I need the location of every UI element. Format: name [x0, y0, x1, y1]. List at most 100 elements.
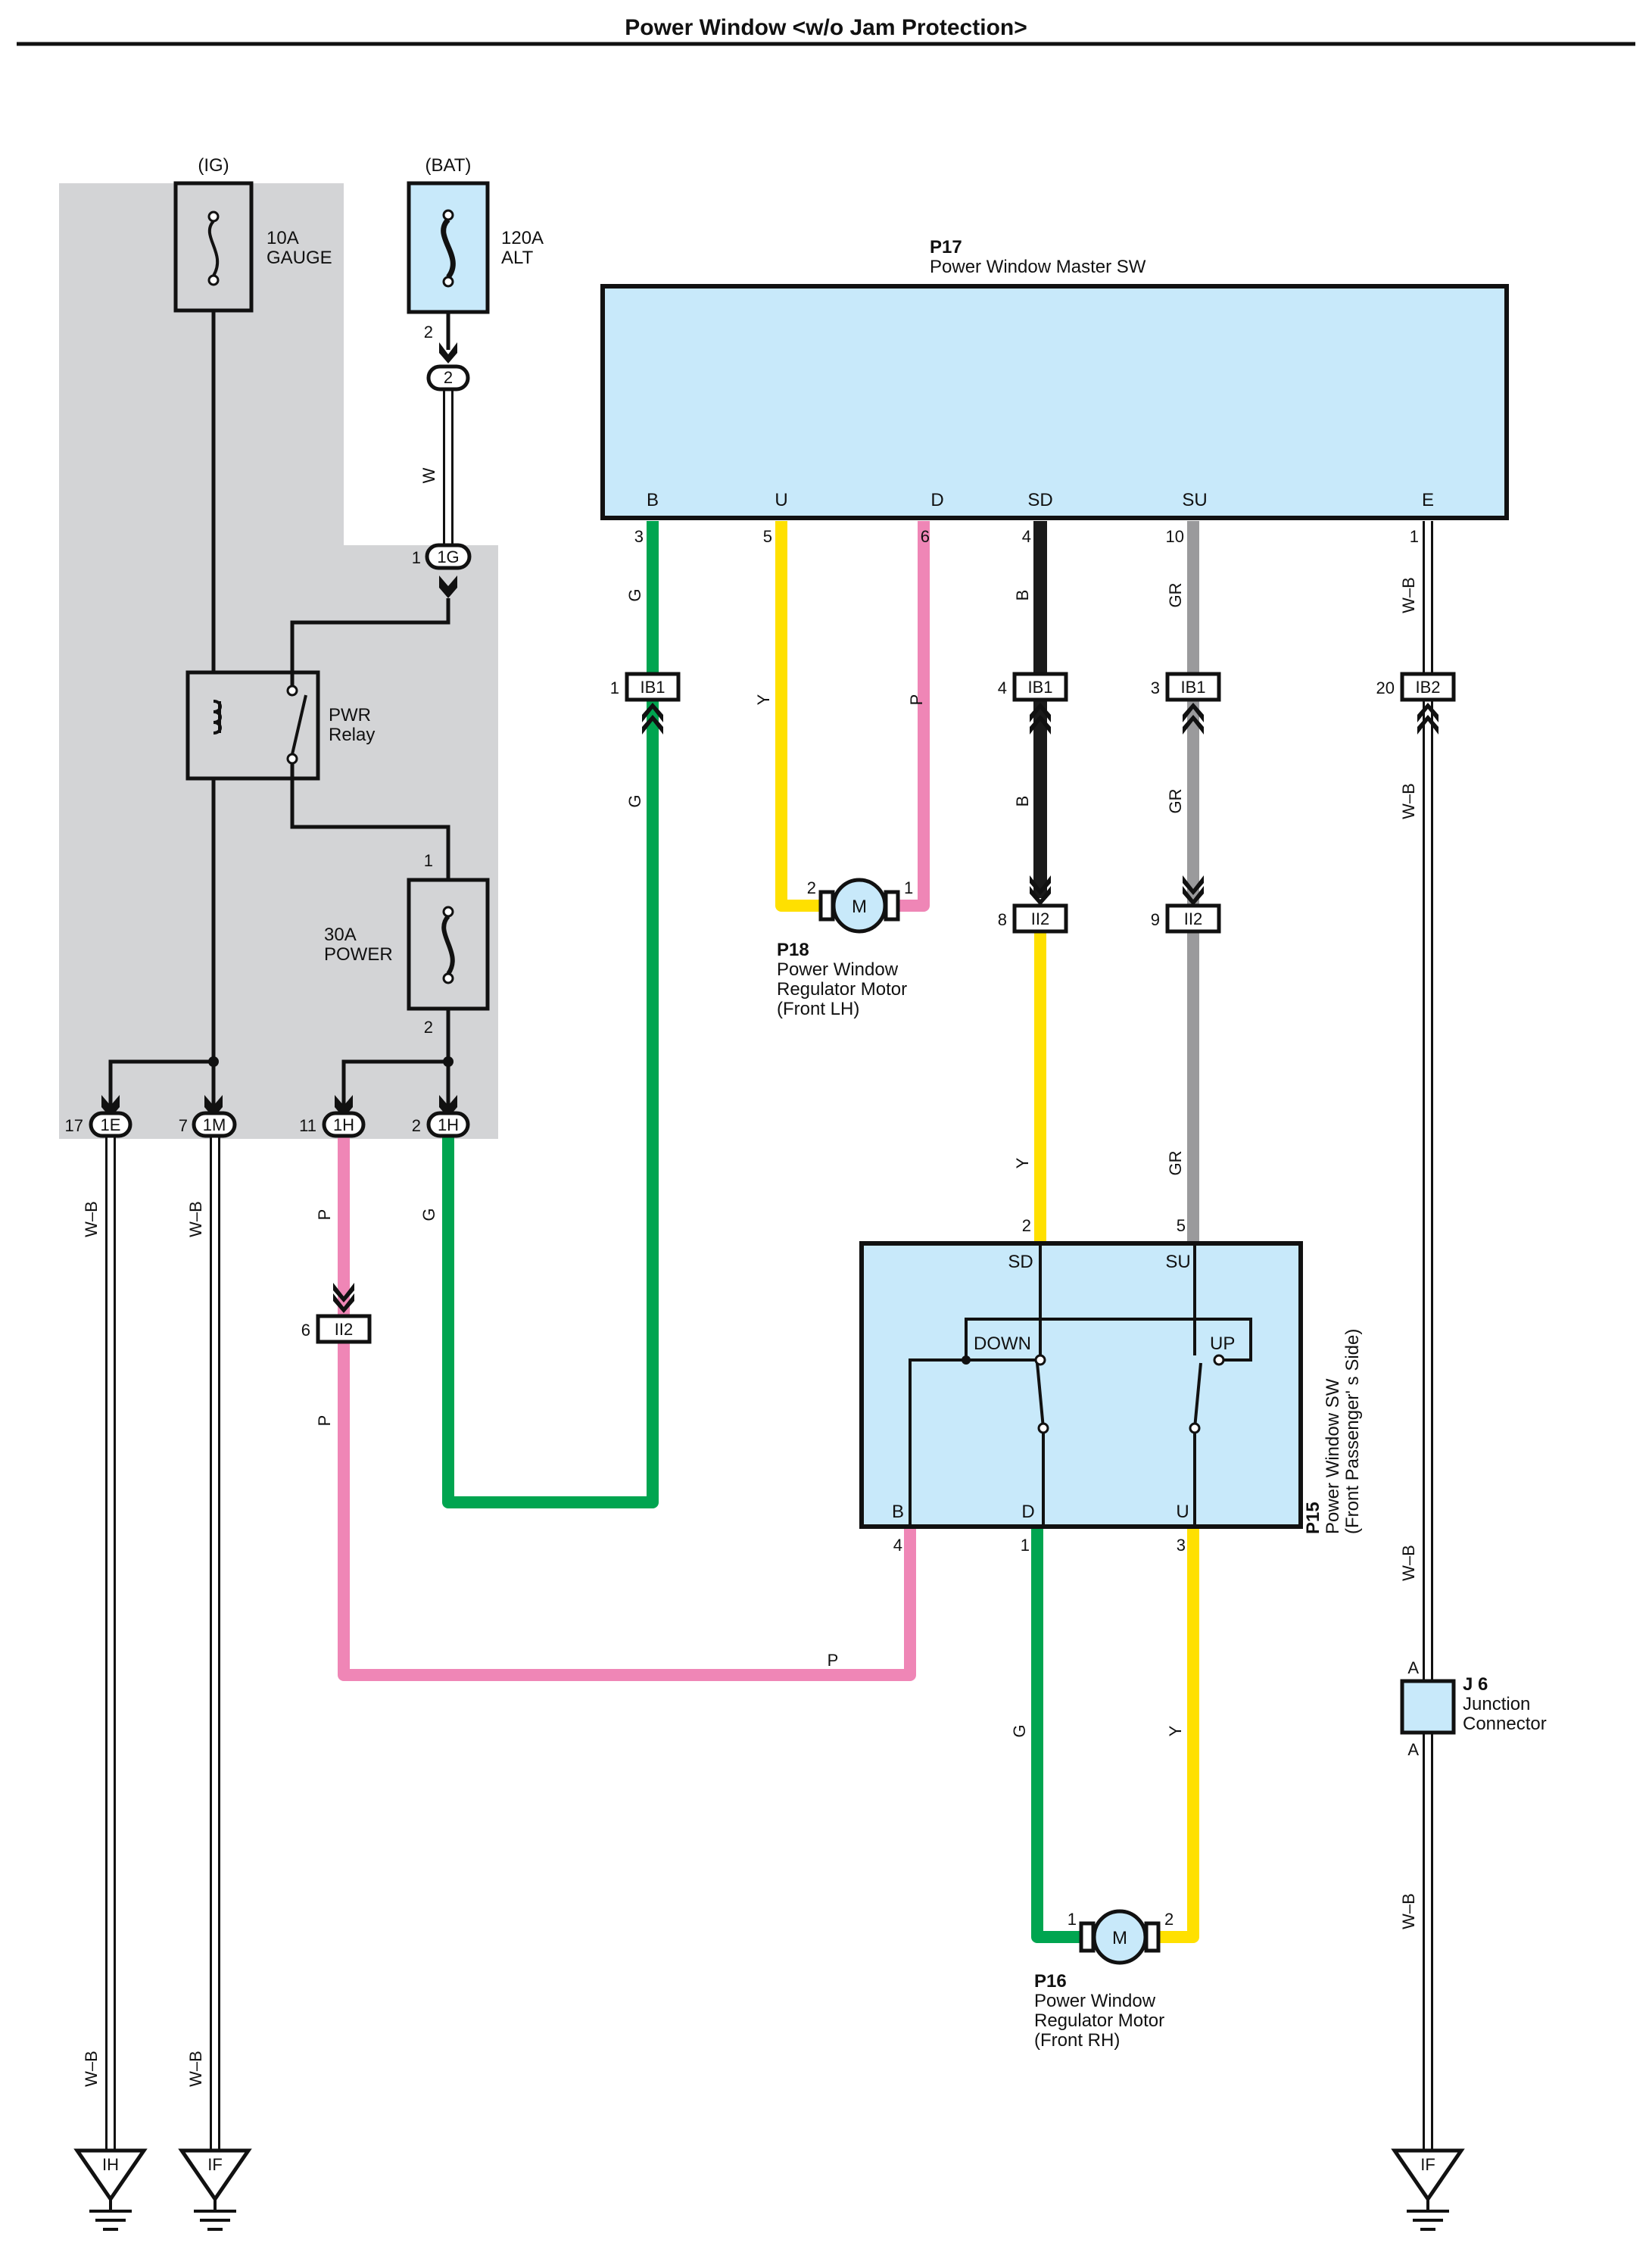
svg-text:D: D [930, 490, 943, 510]
p17-pins: 3 5 6 4 10 1 [634, 527, 1419, 546]
p15-pin-d: 1 [1021, 1536, 1030, 1555]
svg-text:SD: SD [1027, 490, 1052, 510]
svg-text:Power Window SW: Power Window SW [1323, 1378, 1343, 1534]
p15-pin-b: 4 [893, 1536, 902, 1555]
svg-text:W–B: W–B [186, 2051, 205, 2087]
ground-if-left: IF [178, 2148, 252, 2231]
connector-ii2-b: II2 [1012, 875, 1068, 934]
svg-text:GR: GR [1166, 789, 1185, 814]
svg-text:II2: II2 [335, 1320, 353, 1339]
fuse-gauge-name: GAUGE [267, 248, 332, 268]
power-pin-top: 1 [424, 851, 433, 870]
p16-line1: Power Window [1034, 1991, 1156, 2011]
svg-text:1H: 1H [438, 1115, 459, 1134]
svg-text:G: G [419, 1208, 438, 1221]
svg-text:6: 6 [921, 527, 930, 546]
connector-ib1-gr: IB1 [1165, 672, 1221, 735]
svg-text:IB2: IB2 [1415, 678, 1440, 697]
svg-text:W–B: W–B [1399, 783, 1418, 819]
wire-pink-b [338, 1137, 916, 1681]
fuse-power-name: POWER [324, 944, 393, 965]
svg-text:M: M [852, 897, 867, 917]
ground-ih: IH [73, 2148, 148, 2231]
fuse-30a-power [407, 878, 490, 1011]
svg-text:W–B: W–B [1399, 1893, 1418, 1929]
ii2-p-pin: 6 [301, 1321, 310, 1340]
connector-ii2-p: II2 [316, 1283, 372, 1344]
ii2-gr-pin: 9 [1151, 910, 1160, 929]
j6-pin-top: A [1407, 1658, 1419, 1677]
junction-dots [208, 1056, 454, 1067]
j6-line2: Connector [1463, 1714, 1547, 1734]
svg-text:M: M [1112, 1928, 1127, 1948]
wire-green-master [442, 521, 659, 1508]
p18-line1: Power Window [777, 959, 899, 980]
svg-text:2: 2 [444, 368, 453, 387]
p17-terminals: B U D SD SU E [647, 490, 1434, 510]
p15-label: P15 Power Window SW (Front Passenger' s … [1303, 1329, 1363, 1534]
svg-text:5: 5 [763, 527, 772, 546]
relay-line2: Relay [329, 725, 375, 745]
ig-label: (IG) [198, 155, 229, 176]
c1e-pin: 17 [65, 1116, 83, 1135]
p15-up: UP [1210, 1333, 1235, 1354]
wire-labels: W G G Y P B B Y GR GR GR W–B W–B W–B W–B… [82, 467, 1418, 2086]
svg-text:Y: Y [1013, 1157, 1032, 1168]
p16-code: P16 [1034, 1971, 1067, 1992]
connector-2: 2 [426, 364, 470, 391]
ib1-g-pin: 1 [610, 678, 619, 697]
svg-text:II2: II2 [1031, 909, 1049, 928]
relay-line1: PWR [329, 705, 371, 725]
connector-1h-2: 1H [426, 1095, 470, 1138]
svg-text:U: U [775, 490, 787, 510]
ii2-connectors: II2 II2 II2 [316, 875, 1221, 1344]
p15-u: U [1176, 1502, 1189, 1522]
svg-text:GR: GR [1166, 1151, 1185, 1176]
connector-ib1-b: IB1 [1012, 672, 1068, 735]
p15-pin-sd: 2 [1022, 1216, 1031, 1235]
pwr-relay [185, 670, 320, 781]
svg-text:IB1: IB1 [1180, 678, 1205, 697]
j6-code: J 6 [1463, 1674, 1488, 1695]
p15-down: DOWN [974, 1333, 1031, 1354]
p15-pin-u: 3 [1177, 1536, 1186, 1555]
relay-block-area [59, 183, 498, 1139]
svg-text:G: G [625, 588, 644, 601]
diagram-title: Power Window <w/o Jam Protection> [625, 15, 1027, 40]
connector-ib2: IB2 [1400, 672, 1456, 735]
p17-code: P17 [930, 237, 962, 257]
p16-line2: Regulator Motor [1034, 2010, 1164, 2031]
relay-box-connectors: 1E 1M 1H 1H [89, 1095, 470, 1138]
fuse-10a-gauge [173, 181, 254, 313]
p15-contacts [962, 1354, 1225, 1434]
p18-code: P18 [777, 940, 809, 960]
svg-text:SU: SU [1182, 490, 1207, 510]
svg-text:IF: IF [1420, 2155, 1435, 2174]
svg-text:(Front Passenger' s Side): (Front Passenger' s Side) [1342, 1329, 1363, 1534]
svg-text:10: 10 [1166, 527, 1184, 546]
p18-pin-right: 1 [904, 878, 913, 897]
svg-text:4: 4 [1022, 527, 1031, 546]
p15-d: D [1021, 1502, 1034, 1522]
svg-text:P15: P15 [1303, 1502, 1323, 1534]
svg-text:1: 1 [1410, 527, 1419, 546]
p16-pin-right: 2 [1164, 1910, 1174, 1929]
c1g-pin: 1 [412, 548, 421, 567]
fuse-gauge-amp: 10A [267, 228, 299, 248]
svg-text:1G: 1G [437, 547, 459, 566]
svg-text:W–B: W–B [1399, 577, 1418, 613]
svg-text:E: E [1422, 490, 1434, 510]
connector-1h-11: 1H [322, 1095, 366, 1138]
svg-text:1E: 1E [101, 1115, 121, 1134]
svg-text:W–B: W–B [82, 1201, 101, 1237]
c1h-b-pin: 2 [412, 1116, 421, 1135]
svg-text:IB1: IB1 [640, 678, 665, 697]
colored-wires [338, 521, 1199, 1943]
ground-if-right: IF [1391, 2148, 1465, 2231]
bat-label: (BAT) [425, 155, 472, 176]
j6-line1: Junction [1463, 1694, 1530, 1714]
p15-pin-su: 5 [1177, 1216, 1186, 1235]
p15-b: B [892, 1502, 904, 1522]
svg-text:IF: IF [207, 2155, 223, 2174]
wire-yellow-u [775, 521, 819, 912]
